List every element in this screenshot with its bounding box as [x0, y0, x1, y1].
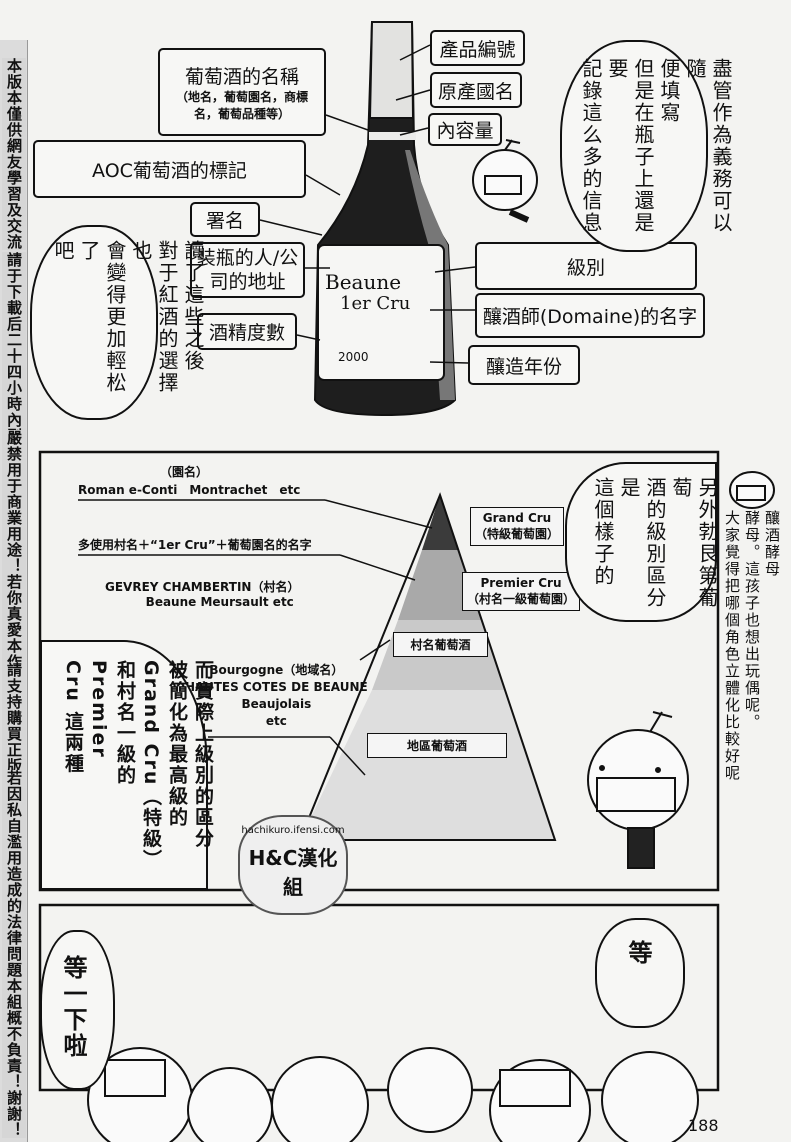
- speech-bubble-top-left: [30, 225, 158, 420]
- notice-line: 請于下載后二十四小時內刪除: [2, 252, 26, 460]
- village-examples: GEVREY CHAMBERTIN（村名）Beaune Meursault et…: [105, 580, 300, 609]
- label-alcohol: 酒精度數: [197, 313, 297, 350]
- watermark-logo: hachikuro.ifensi.com H&C漢化組: [238, 815, 348, 915]
- bubble-text: 另外勃艮第葡萄酒的級別區分是這個樣子的: [591, 477, 719, 609]
- tier-grand-cru: Grand Cru（特級葡萄園）: [470, 507, 565, 546]
- premier-examples: 多使用村名＋“1er Cru”＋葡萄園名的名字: [78, 538, 312, 552]
- label-wine-name: 葡萄酒的名稱 （地名，葡萄園名，商標名，葡萄品種等）: [158, 48, 326, 136]
- wine-label-year: 2000: [338, 350, 369, 364]
- tier-premier-cru: Premier Cru（村名一級葡萄園）: [462, 572, 581, 611]
- tier-village: 村名葡萄酒: [393, 632, 488, 657]
- side-note: 釀酒酵母酵母。這孩子也想出玩偶呢。大家覺得把哪個角色立體化比較好呢: [723, 510, 781, 782]
- character-top: [472, 139, 538, 223]
- wine-bottle: [313, 21, 457, 417]
- bubble-text: 等一下啦: [59, 955, 87, 1059]
- speech-bubble-pyramid-right: [565, 462, 717, 622]
- label-volume: 內容量: [428, 113, 502, 146]
- wine-label-name: Beaune: [325, 270, 402, 294]
- speech-bubble-bottom-left: [40, 930, 115, 1090]
- bubble-text: 等: [624, 940, 652, 966]
- wine-name-note: （地名，葡萄園名，商標名，葡萄品種等）: [175, 89, 308, 121]
- wine-name-title: 葡萄酒的名稱: [184, 65, 299, 88]
- grand-examples: Roman e-Conti Montrachet etc: [78, 483, 301, 497]
- character-side: [729, 471, 775, 509]
- notice-line: 嚴禁用于商業用途！若你真愛本作品: [2, 430, 26, 686]
- label-grade: 級別: [475, 242, 697, 290]
- notice-line: 請支持購買正版: [2, 662, 26, 774]
- notice-line: 本版本僅供網友學習及交流: [2, 58, 26, 250]
- speech-bubble-bottom-right: [595, 918, 685, 1028]
- tier-regional: 地區葡萄酒: [367, 733, 507, 758]
- page-number: 188: [688, 1116, 719, 1135]
- character-mascot: [587, 711, 689, 869]
- bubble-text: 盡管作為義務可以隨便填寫但是在瓶子上還是要記錄這么多的信息: [579, 58, 733, 234]
- speech-bubble-pyramid-left: [40, 640, 208, 890]
- label-product-number: 產品編號: [430, 30, 525, 66]
- label-signature: 署名: [190, 202, 260, 237]
- label-vintage: 釀造年份: [468, 345, 580, 385]
- speech-bubble-top-right: [560, 40, 708, 252]
- grand-note: （園名）: [160, 465, 209, 479]
- label-bottler: 裝瓶的人/公司的地址: [190, 242, 305, 298]
- label-origin-country: 原產國名: [430, 72, 522, 108]
- wine-label-cru: 1er Cru: [340, 293, 411, 314]
- notice-line: 若因私自濫用造成的法律問題本組概不負責！謝謝！: [2, 770, 26, 1138]
- label-aoc: AOC葡萄酒的標記: [33, 140, 306, 198]
- pyramid-leaders: [78, 499, 433, 776]
- bubble-text: 讀了這些之後對于紅酒的選擇也會變得更加輕松了吧: [51, 240, 205, 394]
- leader-lines: [259, 44, 476, 364]
- label-domaine: 釀酒師(Domaine)的名字: [475, 293, 705, 338]
- crowd-characters: [87, 1047, 699, 1142]
